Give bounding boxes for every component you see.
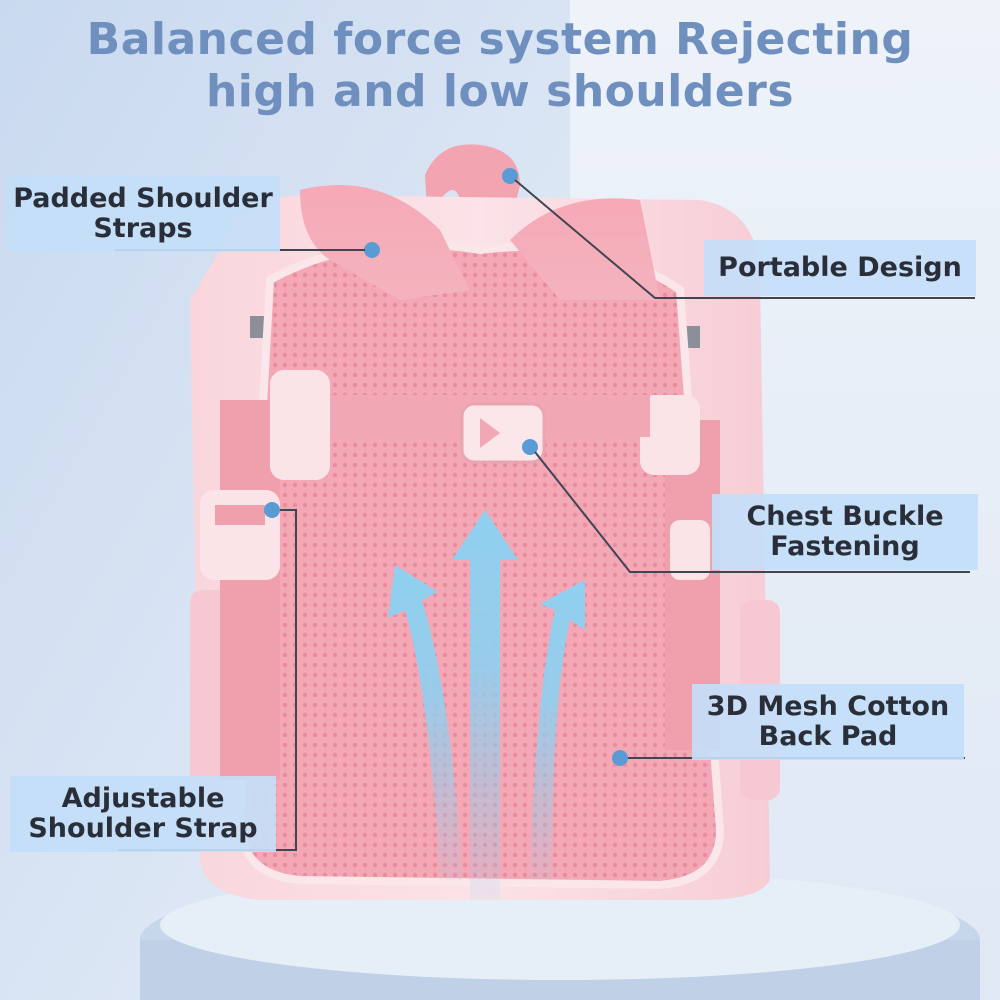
airflow-arrows — [388, 510, 585, 900]
label-line: Portable Design — [718, 252, 962, 283]
callout-dot-padded — [364, 242, 380, 258]
label-line: 3D Mesh Cotton — [706, 691, 950, 722]
label-line: Chest Buckle — [746, 501, 944, 532]
padded-shoulder-strap-left — [300, 185, 470, 300]
leader-line-chest — [534, 451, 970, 573]
headline-line-2: high and low shoulders — [205, 66, 795, 117]
callout-dot-mesh — [612, 750, 628, 766]
label-line: Fastening — [770, 531, 920, 562]
headline: Balanced force system Rejecting high and… — [0, 14, 1000, 118]
label-line: Adjustable — [61, 783, 225, 814]
label-adjustable-shoulder-strap: Adjustable Shoulder Strap — [10, 776, 276, 852]
callout-dot-chest — [522, 439, 538, 455]
callout-dot-portable — [502, 168, 518, 184]
padded-shoulder-strap-right — [510, 198, 660, 300]
leader-line-portable — [514, 179, 975, 299]
label-portable-design: Portable Design — [704, 240, 976, 296]
headline-line-1: Balanced force system Rejecting — [86, 14, 914, 65]
label-line: Padded Shoulder — [13, 183, 273, 214]
label-chest-buckle: Chest Buckle Fastening — [712, 494, 978, 570]
label-line: Straps — [93, 213, 193, 244]
callout-dot-adjust — [264, 502, 280, 518]
label-line: Shoulder Strap — [28, 813, 258, 844]
label-line: Back Pad — [758, 721, 898, 752]
label-mesh-back-pad: 3D Mesh Cotton Back Pad — [692, 684, 964, 760]
label-padded-shoulder-straps: Padded Shoulder Straps — [6, 176, 280, 252]
